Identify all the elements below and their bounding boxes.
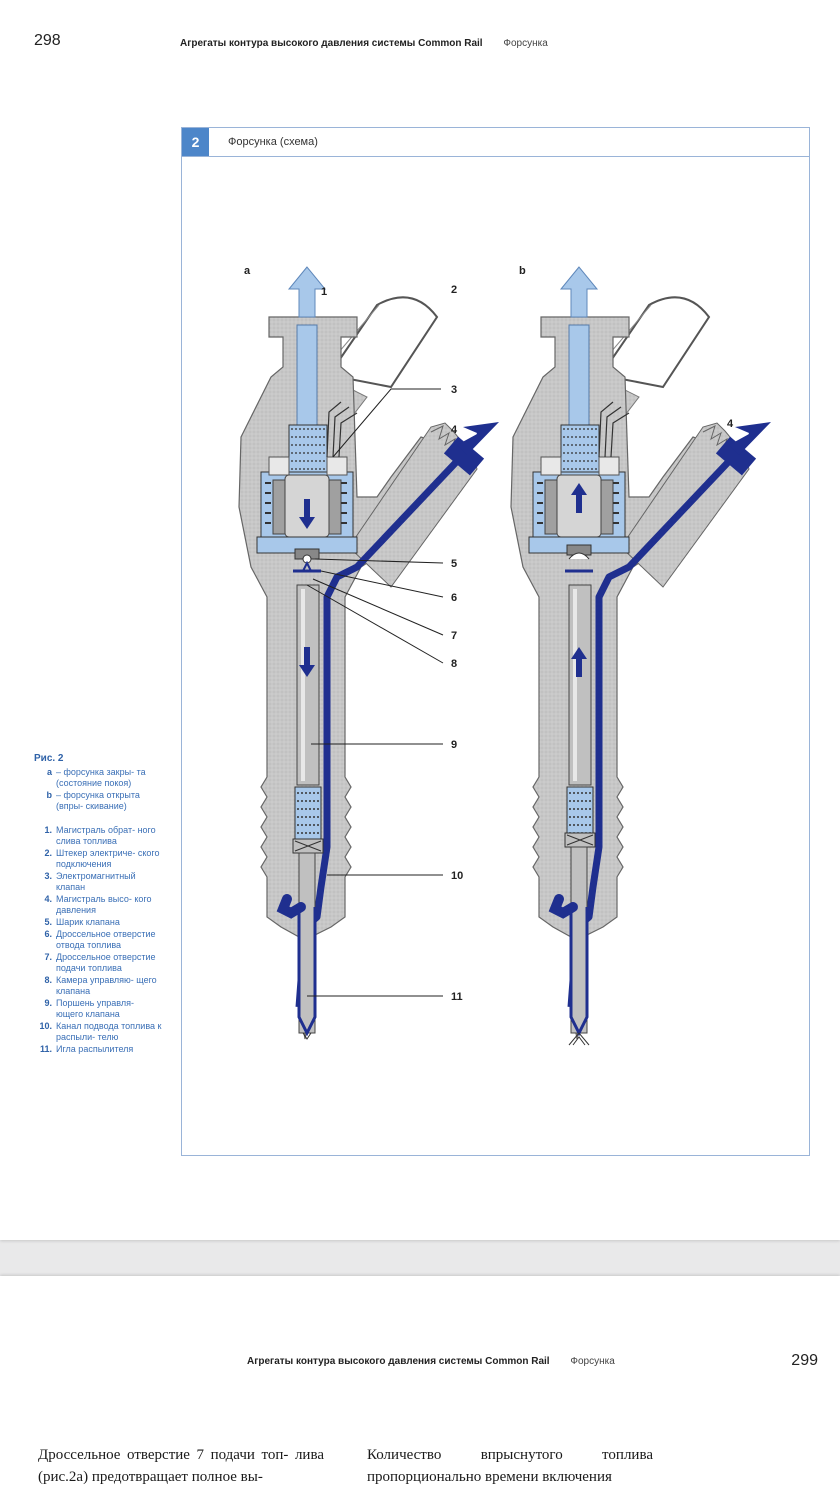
- caption-text: Штекер электриче- ского подключения: [56, 848, 160, 869]
- caption-item: 5. Шарик клапана: [34, 917, 162, 928]
- callout-11: 11: [451, 991, 463, 1003]
- page-299: Агрегаты контура высокого давления систе…: [0, 1276, 840, 1493]
- callout-2: 2: [451, 284, 457, 296]
- caption-key: b: [46, 790, 53, 800]
- solenoid-valve-a: [256, 424, 358, 564]
- view-label-a: a: [244, 265, 251, 277]
- caption-text: Дроссельное отверстие отвода топлива: [56, 929, 156, 950]
- caption-item: 7. Дроссельное отверстие подачи топлива: [34, 952, 162, 974]
- callout-4-b: 4: [727, 418, 734, 430]
- caption-item: 9. Поршень управля- ющего клапана: [34, 998, 162, 1020]
- page-number: 299: [791, 1352, 818, 1369]
- caption-key: 6.: [44, 929, 52, 939]
- callout-leaders: [306, 388, 444, 997]
- page-298: 298 Агрегаты контура высокого давления с…: [0, 0, 840, 1240]
- injector-a: [238, 266, 499, 1040]
- nozzle-needle-a: [298, 852, 316, 1034]
- caption-title: Рис. 2: [34, 753, 64, 764]
- control-piston-a: [296, 584, 320, 786]
- caption-item: 6. Дроссельное отверстие отвода топлива: [34, 929, 162, 951]
- caption-key: 7.: [44, 952, 52, 962]
- caption-key: 2.: [44, 848, 52, 858]
- figure-title: Форсунка (схема): [228, 136, 318, 148]
- callout-1: 1: [321, 286, 327, 298]
- caption-key: 5.: [44, 917, 52, 927]
- callout-7: 7: [451, 630, 457, 642]
- caption-key: 1.: [44, 825, 52, 835]
- caption-key: a: [46, 767, 52, 777]
- caption-text: – форсунка закры- та (состояние покоя): [56, 767, 146, 788]
- injector-b: [510, 266, 771, 1046]
- caption-key: 8.: [44, 975, 52, 985]
- callout-8: 8: [451, 658, 457, 670]
- return-arrow-a: [287, 266, 327, 318]
- caption-text: Камера управляю- щего клапана: [56, 975, 157, 996]
- callout-5: 5: [451, 558, 457, 570]
- caption-item: 3. Электромагнитный клапан: [34, 871, 162, 893]
- caption-key: 9.: [44, 998, 52, 1008]
- caption-item: 1. Магистраль обрат- ного слива топлива: [34, 825, 162, 847]
- callout-9: 9: [451, 739, 457, 751]
- callout-3: 3: [451, 384, 457, 396]
- caption-text: Электромагнитный клапан: [56, 871, 136, 892]
- caption-text: Дроссельное отверстие подачи топлива: [56, 952, 156, 973]
- running-section: Форсунка: [503, 38, 548, 49]
- inlet-arrow-a: [457, 422, 499, 455]
- body-text-column-2: Количество впрыснутого топлива пропорцио…: [367, 1447, 653, 1485]
- caption-text: Шарик клапана: [56, 917, 120, 927]
- caption-key: 10.: [39, 1021, 52, 1031]
- view-label-b: b: [519, 265, 526, 277]
- caption-item: 8. Камера управляю- щего клапана: [34, 975, 162, 997]
- running-header: Агрегаты контура высокого давления систе…: [180, 38, 548, 49]
- caption-item: 10. Канал подвода топлива к распыли- телю: [34, 1021, 162, 1043]
- running-header: Агрегаты контура высокого давления систе…: [247, 1356, 615, 1367]
- caption-text: Канал подвода топлива к распыли- телю: [56, 1021, 162, 1042]
- running-title: Агрегаты контура высокого давления систе…: [180, 38, 483, 49]
- caption-text: Магистраль обрат- ного слива топлива: [56, 825, 156, 846]
- callout-6: 6: [451, 592, 457, 604]
- caption-text: Магистраль высо- кого давления: [56, 894, 152, 915]
- injector-diagram: a b 1 2 3 4 4 5 6 7 8 9 10 11: [238, 265, 771, 1046]
- figure-caption: Рис. 2 a – форсунка закры- та (состояние…: [34, 753, 162, 1056]
- caption-key: 4.: [44, 894, 52, 904]
- caption-key: 3.: [44, 871, 52, 881]
- body-text-column-1: Дроссельное отверстие 7 подачи топ- лива…: [38, 1447, 324, 1485]
- page-number: 298: [34, 32, 61, 49]
- caption-item: 11. Игла распылителя: [34, 1044, 162, 1055]
- caption-key: 11.: [39, 1044, 52, 1054]
- figure-header: 2 Форсунка (схема): [182, 128, 809, 157]
- caption-text: – форсунка открыта (впры- скивание): [56, 790, 140, 811]
- figure-number: 2: [182, 128, 209, 156]
- running-title: Агрегаты контура высокого давления систе…: [247, 1356, 550, 1367]
- injector-body-a: [238, 316, 450, 1040]
- caption-text: Поршень управля- ющего клапана: [56, 998, 134, 1019]
- caption-view-b: b – форсунка открыта (впры- скивание): [34, 790, 162, 812]
- caption-text: Игла распылителя: [56, 1044, 134, 1054]
- callout-10: 10: [451, 870, 463, 882]
- running-section: Форсунка: [570, 1356, 615, 1367]
- callout-4: 4: [451, 424, 458, 436]
- caption-item: 2. Штекер электриче- ского подключения: [34, 848, 162, 870]
- return-channel-a: [296, 324, 318, 436]
- caption-view-a: a – форсунка закры- та (состояние покоя): [34, 767, 162, 789]
- caption-item: 4. Магистраль высо- кого давления: [34, 894, 162, 916]
